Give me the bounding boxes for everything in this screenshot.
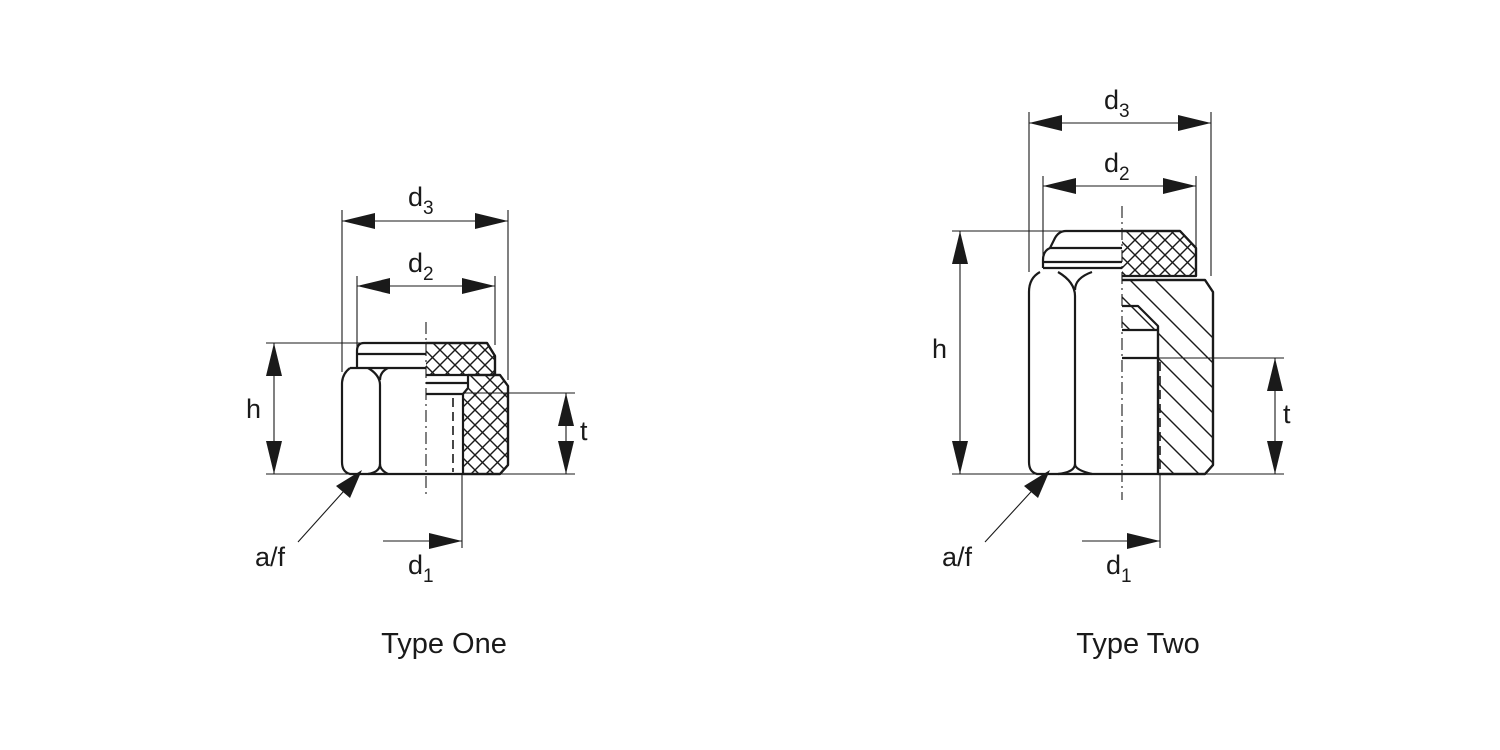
body-hatch-two — [1122, 280, 1213, 474]
label-af: a/f — [255, 542, 286, 572]
label-af: a/f — [942, 542, 973, 572]
dimension-lines-two — [952, 115, 1283, 549]
figure-type-two: d3 d2 h t a/f d1 Type Two — [932, 85, 1291, 660]
label-d3: d3 — [408, 182, 434, 219]
label-t: t — [580, 416, 588, 446]
figure-type-one: d3 d2 h t a/f d1 Type One — [246, 182, 588, 660]
caption-type-one: Type One — [381, 628, 507, 660]
label-d1: d1 — [1106, 550, 1132, 587]
label-h: h — [246, 394, 261, 424]
label-d1: d1 — [408, 550, 434, 587]
knurl-hatch-two — [1122, 231, 1196, 276]
label-d2: d2 — [1104, 148, 1130, 185]
label-d2: d2 — [408, 248, 434, 285]
body-hatch-one — [463, 375, 508, 474]
caption-type-two: Type Two — [1076, 628, 1200, 660]
dimension-lines-one — [266, 213, 574, 549]
label-t: t — [1283, 399, 1291, 429]
label-d3: d3 — [1104, 85, 1130, 122]
cap-nut-two-outline — [1027, 229, 1215, 476]
label-h: h — [932, 334, 947, 364]
